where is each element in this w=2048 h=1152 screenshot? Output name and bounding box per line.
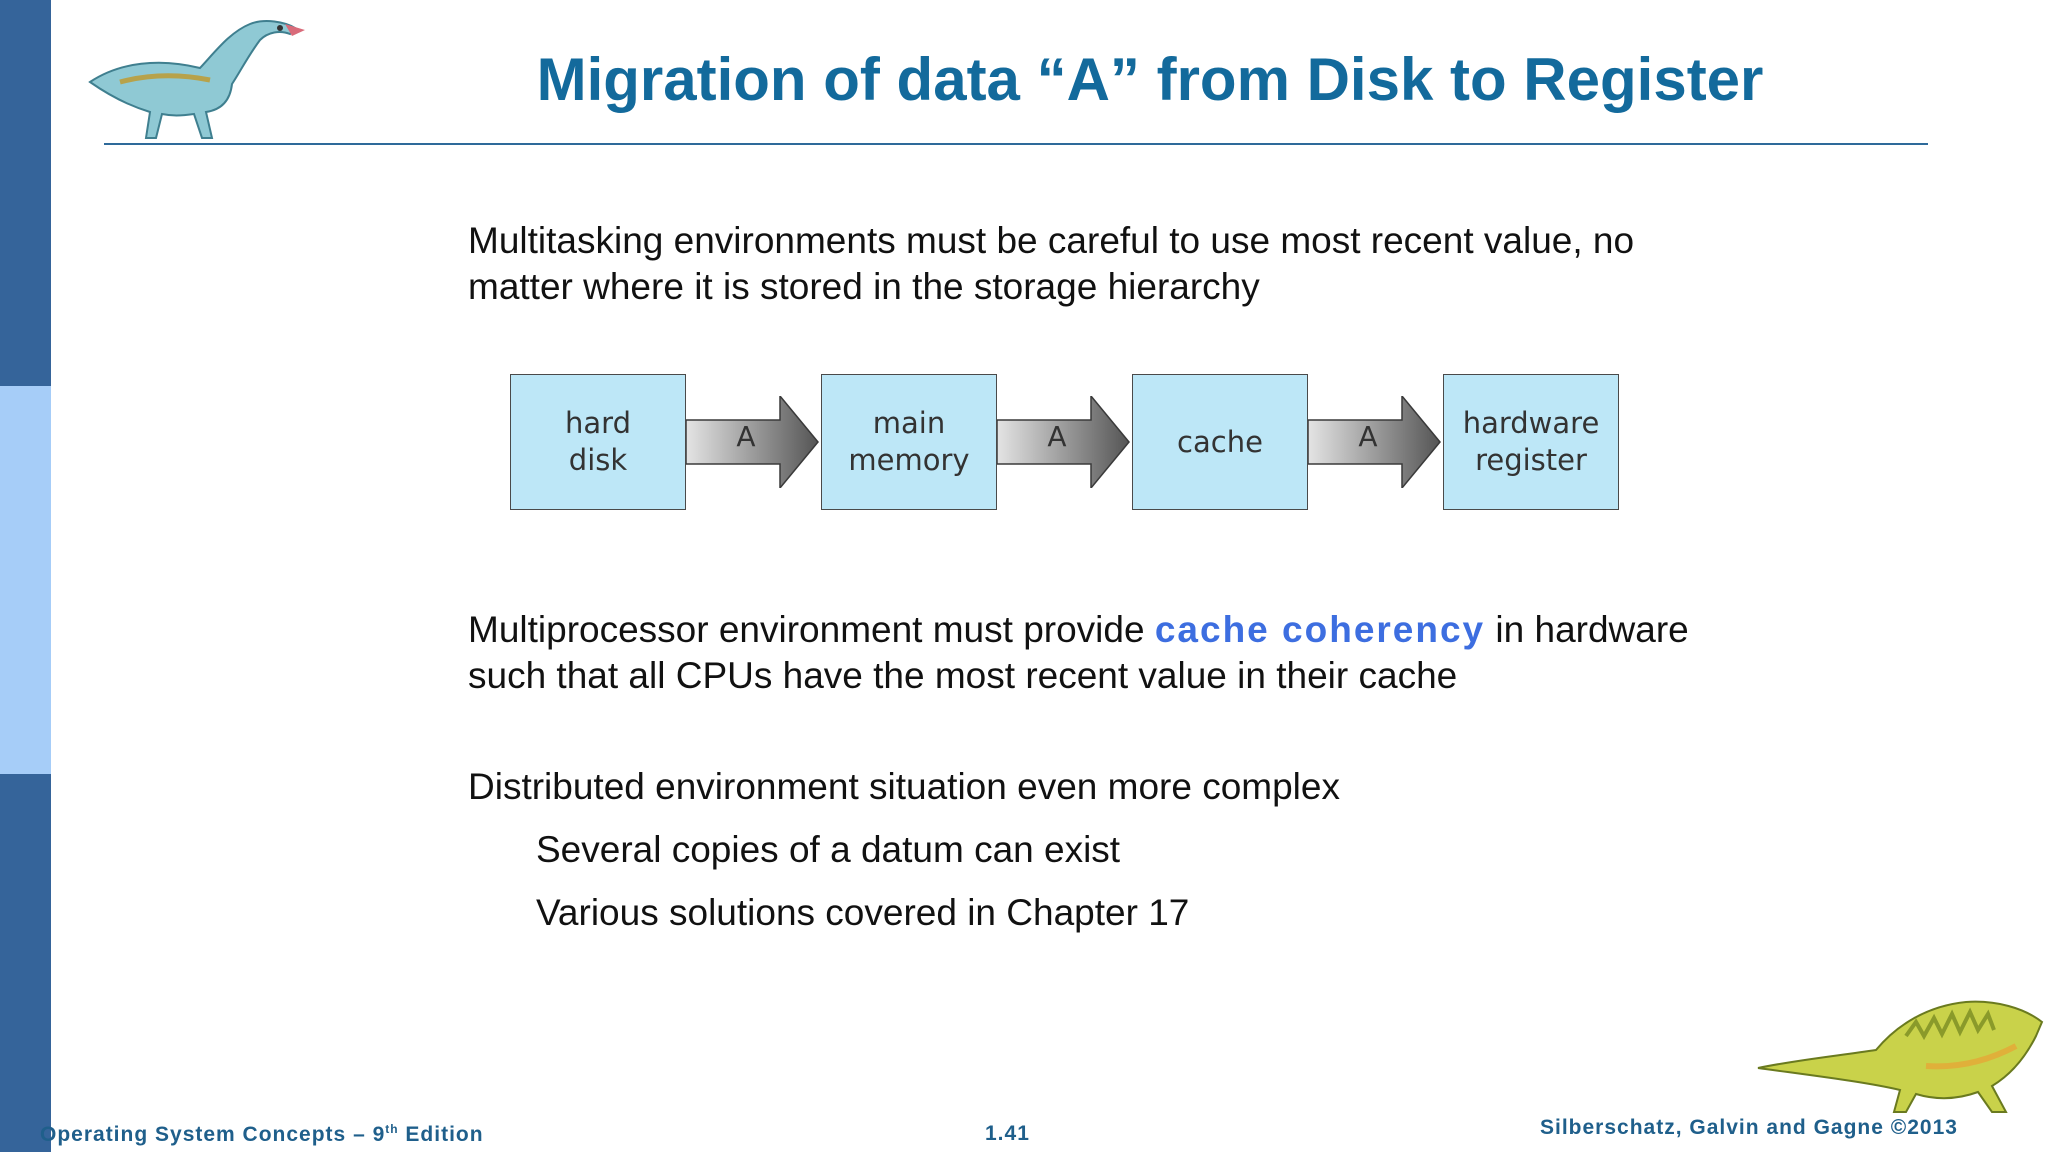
footer-page-number: 1.41 — [985, 1122, 1030, 1145]
arrow-label: A — [736, 420, 756, 453]
dinosaur-icon — [1757, 1000, 2044, 1113]
slide-title: Migration of data “A” from Disk to Regis… — [536, 46, 1764, 113]
dinosaur-icon — [88, 20, 305, 139]
sub-paragraph-copies: Several copies of a datum can exist — [536, 829, 1121, 870]
sidebar-band-middle — [0, 386, 51, 774]
stage-cache: cache — [1132, 374, 1308, 510]
highlight-cache-coherency: cache coherency — [1154, 609, 1486, 650]
arrow-right-icon — [686, 396, 819, 488]
paragraph-multiprocessor: Multiprocessor environment must provide … — [468, 609, 1689, 696]
arrow-right-icon — [1308, 396, 1441, 488]
paragraph-distributed: Distributed environment situation even m… — [468, 766, 1340, 807]
arrow-label: A — [1047, 420, 1067, 453]
arrow-right-icon — [997, 396, 1130, 488]
arrow-label: A — [1358, 420, 1378, 453]
paragraph-multitasking: Multitasking environments must be carefu… — [468, 220, 1635, 307]
footer-book-title: Operating System Concepts – 9th Edition — [40, 1122, 484, 1146]
title-divider — [104, 143, 1928, 145]
sub-paragraph-solutions: Various solutions covered in Chapter 17 — [536, 892, 1190, 933]
sidebar-band-bottom — [0, 774, 51, 1152]
footer-authors: Silberschatz, Galvin and Gagne ©2013 — [1540, 1116, 1958, 1139]
sidebar-band-top — [0, 0, 51, 386]
